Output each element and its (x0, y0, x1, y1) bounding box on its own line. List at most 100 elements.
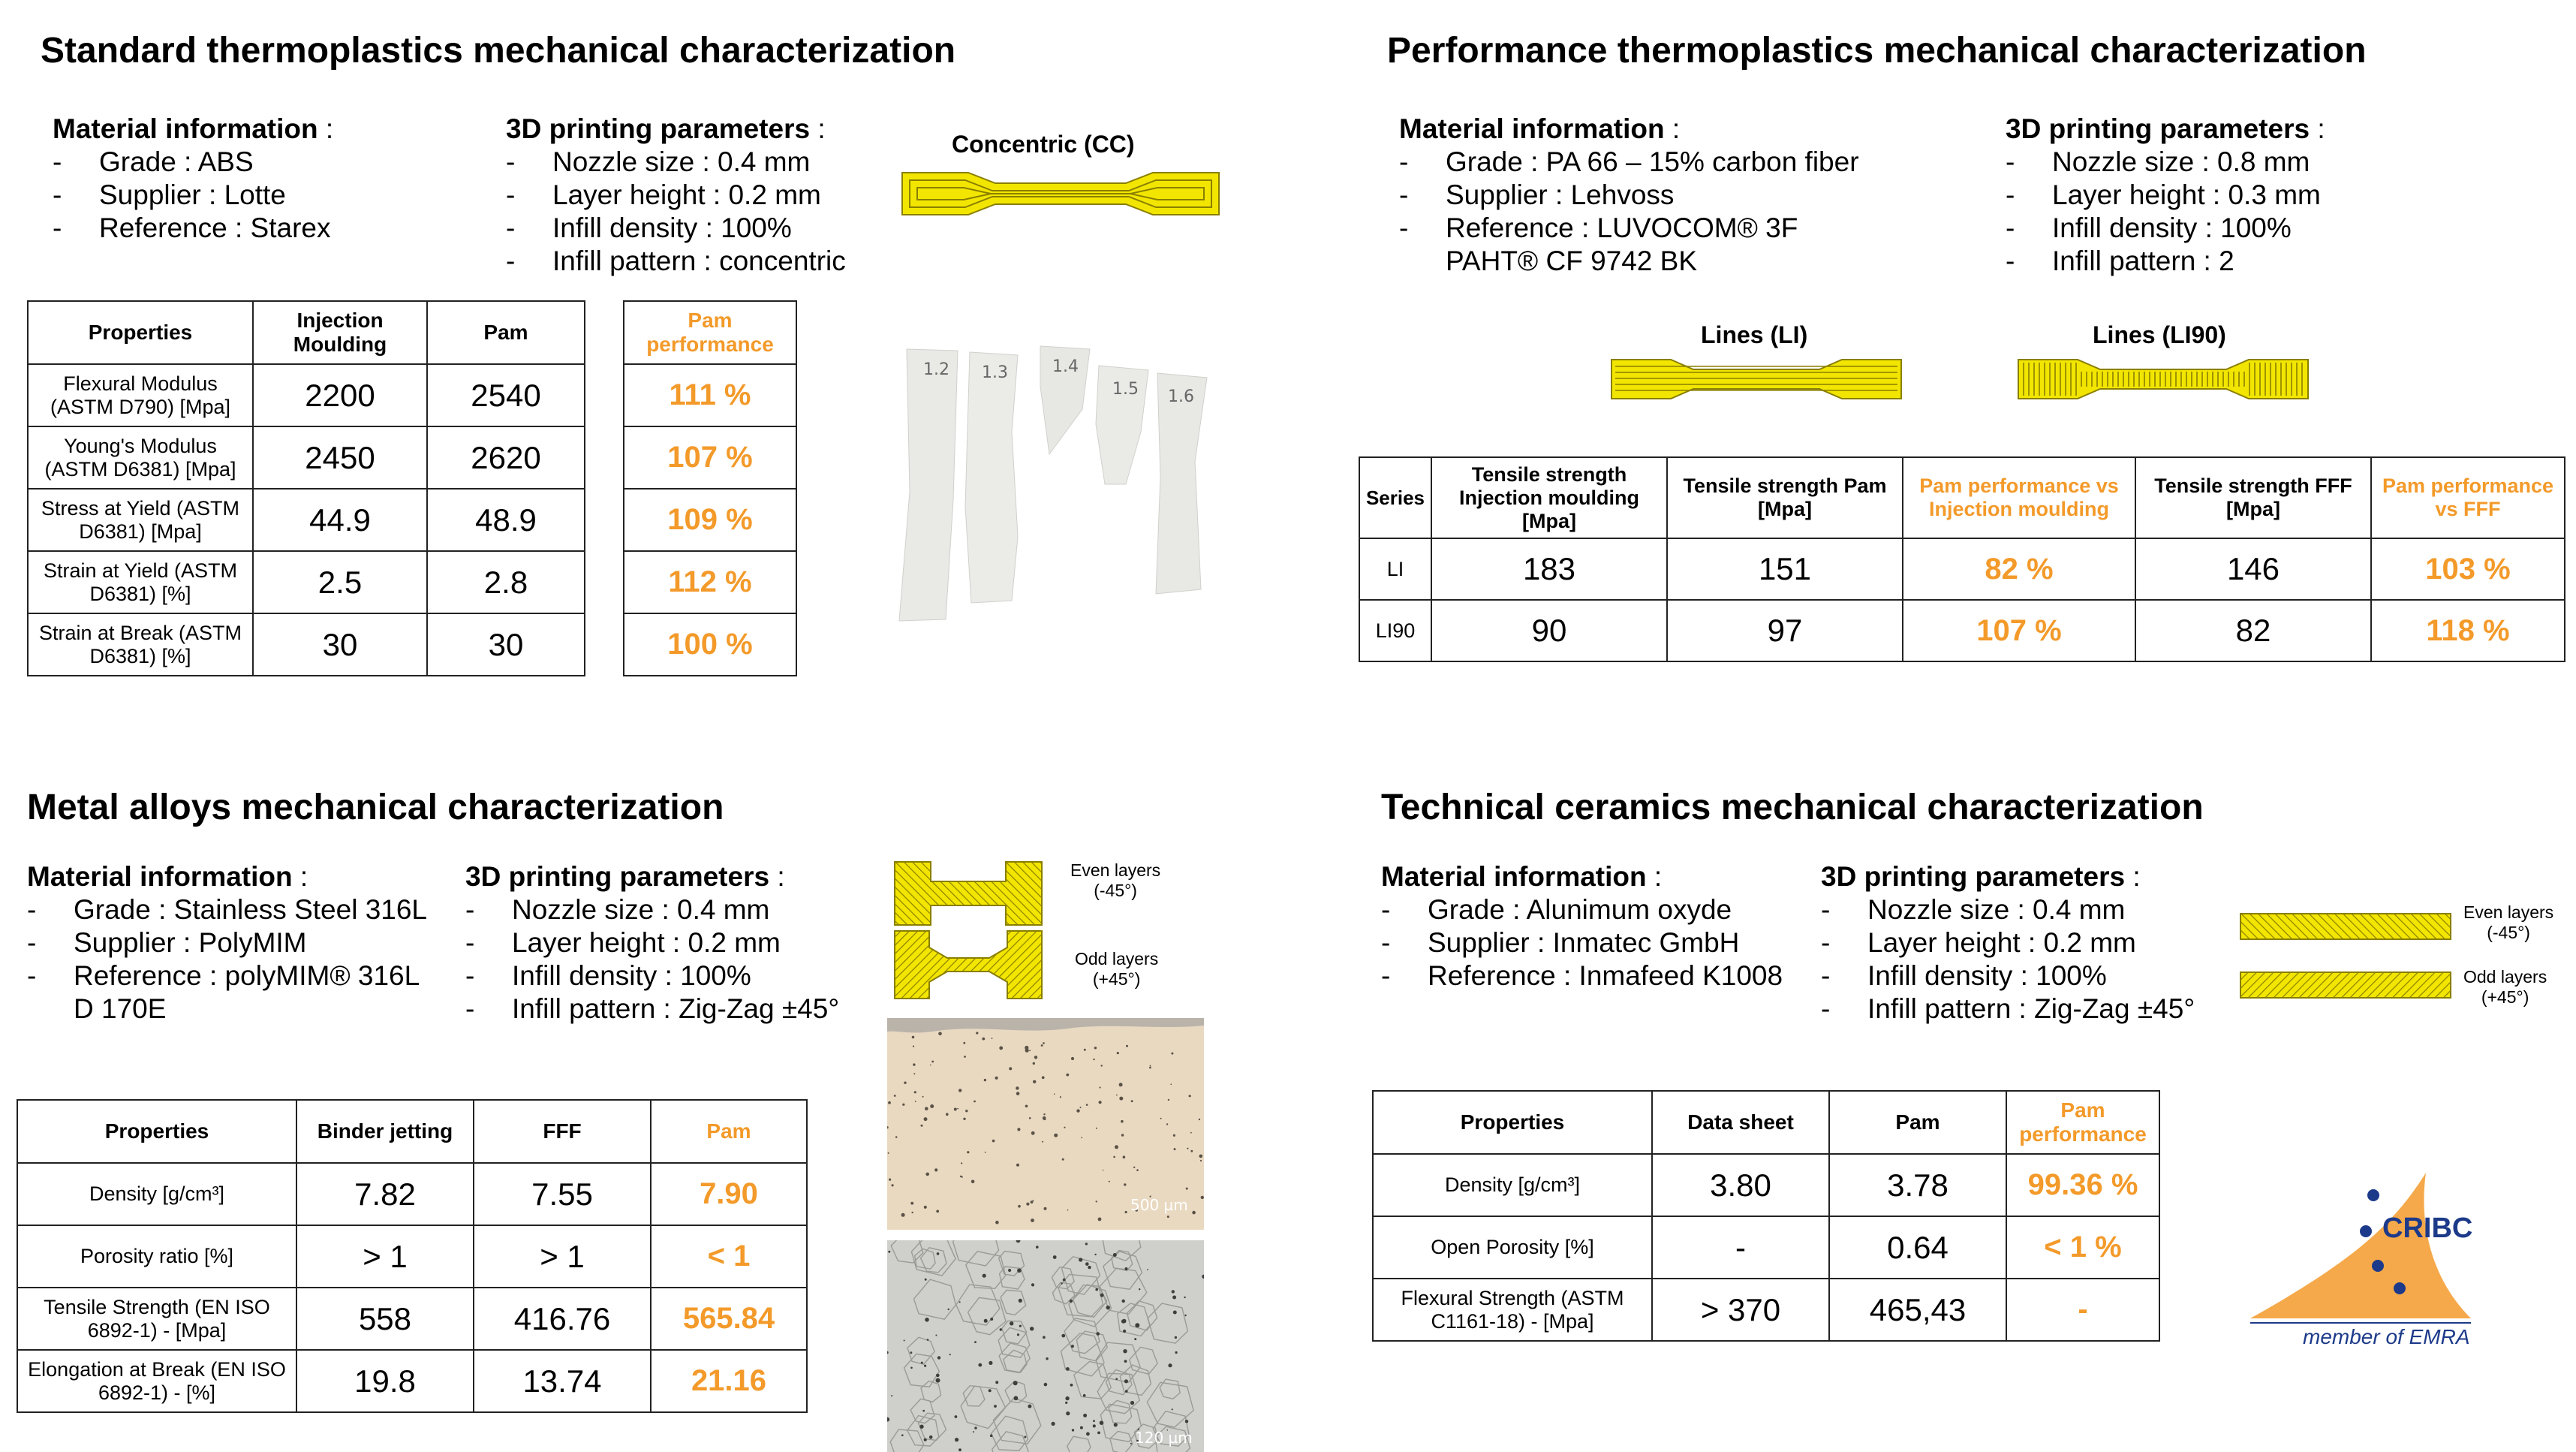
table-cell: 183 (1431, 538, 1668, 601)
performance-value: 565.84 (650, 1287, 808, 1351)
q1-supplier: Supplier : Lotte (99, 179, 286, 210)
micrograph-surface-photo: 500 µm (887, 1018, 1204, 1230)
q1-printing-params: 3D printing parameters : -Nozzle size : … (506, 113, 846, 276)
performance-value: 99.36 % (2006, 1153, 2160, 1217)
cribc-logo: CRIBC member of EMRA (2250, 1173, 2472, 1348)
sample-label: 1.5 (1112, 380, 1139, 399)
table-header: Properties (1372, 1090, 1653, 1155)
table-cell: - (1651, 1216, 1830, 1279)
logo-name: CRIBC (2382, 1213, 2472, 1244)
table-row-label: Flexural Strength (ASTM C1161-18) - [Mpa… (1372, 1278, 1653, 1342)
tested-samples-photo: 1.2 1.3 1.4 1.5 1.6 (893, 342, 1246, 634)
q2-reference-cont: PAHT® CF 9742 BK (1446, 246, 1698, 276)
table-cell: > 1 (296, 1225, 474, 1288)
q4-supplier: Supplier : Inmatec GmbH (1428, 927, 1740, 958)
section-title-technical-ceramics: Technical ceramics mechanical characteri… (1381, 788, 2204, 827)
table-row-label: Stress at Yield (ASTM D6381) [Mpa] (27, 488, 254, 552)
q2-reference: Reference : LUVOCOM® 3F (1446, 212, 1798, 243)
printing-params-heading: 3D printing parameters (506, 113, 811, 144)
q2-infill-pattern: Infill pattern : 2 (2052, 246, 2234, 276)
material-info-heading: Material information (27, 861, 293, 892)
table-cell: 0.64 (1828, 1216, 2007, 1279)
q3-infill-density: Infill density : 100% (512, 960, 751, 991)
table-cell: 2.5 (252, 550, 428, 614)
q1-nozzle: Nozzle size : 0.4 mm (552, 146, 811, 177)
table-cell: 465,43 (1828, 1278, 2007, 1342)
performance-value: - (2006, 1278, 2160, 1342)
table-cell: > 370 (1651, 1278, 1830, 1342)
q1-grade: Grade : ABS (99, 146, 254, 177)
specimen-caption-lines: Lines (LI) (1701, 321, 1808, 348)
q2-grade: Grade : PA 66 – 15% carbon fiber (1446, 146, 1859, 177)
q3-infill-pattern: Infill pattern : Zig-Zag ±45° (512, 993, 840, 1024)
even-layers-label: Even layers(-45°) (2463, 902, 2554, 942)
q3-material-info: Material information : -Grade : Stainles… (27, 861, 428, 1024)
performance-value: 82 % (1902, 538, 2136, 601)
even-layer-specimen-icon (894, 861, 1043, 926)
table-row-label: Density [g/cm³] (17, 1162, 297, 1226)
table-cell: 19.8 (296, 1349, 474, 1413)
sample-label: 1.6 (1168, 387, 1194, 406)
table-row-label: Young's Modulus (ASTM D6381) [Mpa] (27, 426, 254, 490)
table-row-label: Flexural Modulus (ASTM D790) [Mpa] (27, 363, 254, 427)
table-row-label: Strain at Yield (ASTM D6381) [%] (27, 550, 254, 614)
q1-reference: Reference : Starex (99, 212, 331, 243)
q2-nozzle: Nozzle size : 0.8 mm (2052, 146, 2310, 177)
q1-layer: Layer height : 0.2 mm (552, 179, 821, 210)
table-cell: 44.9 (252, 488, 428, 552)
table-header: Properties (27, 300, 254, 365)
section-title-standard-thermoplastics: Standard thermoplastics mechanical chara… (41, 31, 956, 71)
table-header: Series (1359, 456, 1432, 539)
q1-performance-table: Pam performance 111 % 107 % 109 % 112 % … (623, 300, 797, 676)
q3-properties-table: Properties Binder jetting FFF Pam Densit… (17, 1099, 808, 1413)
odd-layers-label: Odd layers(+45°) (2463, 967, 2547, 1007)
table-cell: 30 (426, 613, 585, 676)
logo-tagline: member of EMRA (2303, 1325, 2470, 1348)
q3-reference: Reference : polyMIM® 316L (74, 960, 420, 991)
even-layers-label: Even layers(-45°) (1070, 860, 1161, 900)
q4-nozzle: Nozzle size : 0.4 mm (1867, 894, 2126, 925)
table-cell: 3.78 (1828, 1153, 2007, 1217)
performance-value: 109 % (623, 488, 797, 552)
material-info-heading: Material information (1399, 113, 1665, 144)
q1-infill-density: Infill density : 100% (552, 212, 792, 243)
table-header: Properties (17, 1099, 297, 1164)
table-cell: 146 (2135, 538, 2372, 601)
table-header: Pam performance vs Injection moulding (1902, 456, 2136, 539)
printing-params-heading: 3D printing parameters (1821, 861, 2126, 892)
table-cell: 90 (1431, 599, 1668, 662)
table-cell: > 1 (473, 1225, 652, 1288)
q4-printing-params: 3D printing parameters : -Nozzle size : … (1821, 861, 2195, 1024)
table-row-label: Density [g/cm³] (1372, 1153, 1653, 1217)
q2-infill-density: Infill density : 100% (2052, 212, 2292, 243)
table-header: Tensile strength Pam [Mpa] (1666, 456, 1903, 539)
table-cell: 2.8 (426, 550, 585, 614)
table-row-label: Open Porosity [%] (1372, 1216, 1653, 1279)
table-cell: 558 (296, 1287, 474, 1351)
table-header: Pam performance (2006, 1090, 2160, 1155)
table-cell: 2200 (252, 363, 428, 427)
table-cell: 2620 (426, 426, 585, 490)
table-cell: 48.9 (426, 488, 585, 552)
performance-value: < 1 (650, 1225, 808, 1288)
table-cell: 3.80 (1651, 1153, 1830, 1217)
table-cell: 13.74 (473, 1349, 652, 1413)
table-header: Injection Moulding (252, 300, 428, 365)
odd-layer-bar-icon (2240, 972, 2451, 999)
sample-label: 1.3 (982, 363, 1008, 382)
performance-value: 107 % (1902, 599, 2136, 662)
table-row-label: LI90 (1359, 599, 1432, 662)
table-cell: 30 (252, 613, 428, 676)
performance-value: 21.16 (650, 1349, 808, 1413)
concentric-specimen-icon (901, 172, 1220, 215)
q4-material-info: Material information : -Grade : Alunimum… (1381, 861, 1783, 991)
q4-reference: Reference : Inmafeed K1008 (1428, 960, 1783, 991)
table-cell: 2540 (426, 363, 585, 427)
table-header: Pam performance (623, 300, 797, 365)
table-row-label: LI (1359, 538, 1432, 601)
q4-infill-density: Infill density : 100% (1867, 960, 2107, 991)
q2-printing-params: 3D printing parameters : -Nozzle size : … (2006, 113, 2325, 276)
table-header: Pam (426, 300, 585, 365)
section-title-metal-alloys: Metal alloys mechanical characterization (27, 788, 724, 827)
table-header: Tensile strength Injection moulding [Mpa… (1431, 456, 1668, 539)
